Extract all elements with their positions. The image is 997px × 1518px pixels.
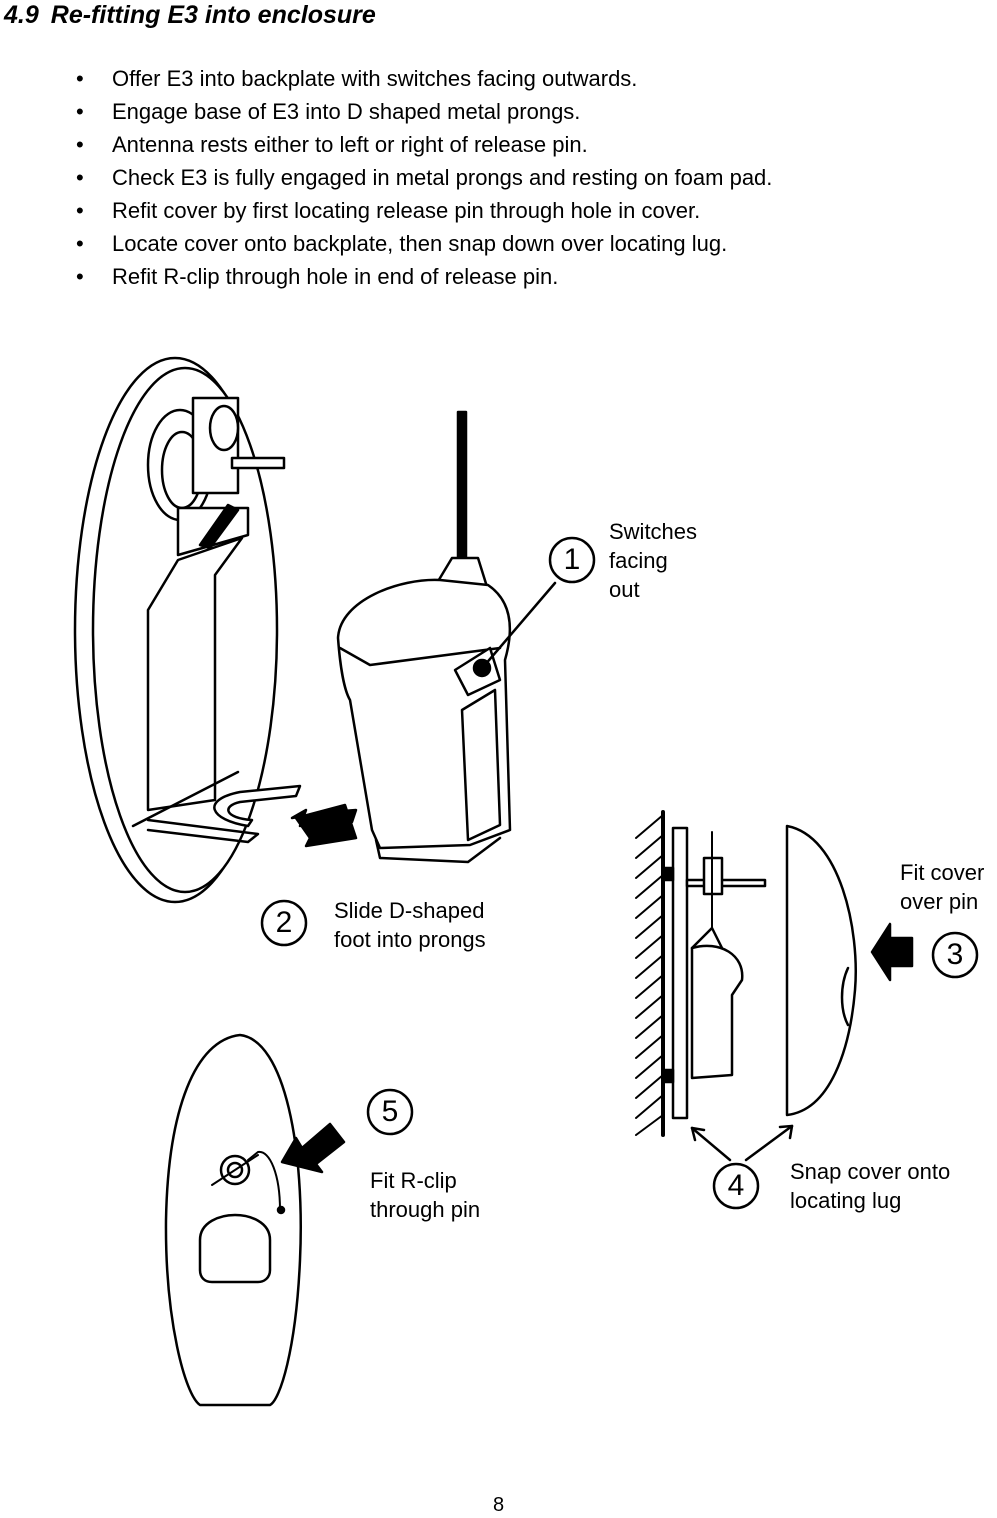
- callout-label-r-clip: Fit R-clip through pin: [370, 1168, 481, 1222]
- section-title: Re-fitting E3 into enclosure: [50, 1, 376, 29]
- callout-number: 2: [275, 906, 293, 939]
- callout-number: 4: [727, 1169, 745, 1202]
- callout-number: 5: [381, 1095, 399, 1128]
- instruction-item: Check E3 is fully engaged in metal prong…: [76, 161, 772, 194]
- instruction-list: Offer E3 into backplate with switches fa…: [76, 62, 772, 293]
- page-number: 8: [492, 1494, 505, 1516]
- instruction-item: Refit R-clip through hole in end of rele…: [76, 260, 772, 293]
- callout-label-fit-cover: Fit cover over pin: [900, 860, 985, 914]
- instruction-item: Offer E3 into backplate with switches fa…: [76, 62, 772, 95]
- side-view-drawing: [635, 810, 857, 1137]
- section-number: 4.9: [4, 1, 39, 29]
- callout-label-slide-foot: Slide D-shaped foot into prongs: [334, 898, 486, 952]
- assembly-illustration: [73, 356, 979, 1407]
- arrow-icon: [294, 803, 358, 848]
- instruction-item: Engage base of E3 into D shaped metal pr…: [76, 95, 772, 128]
- section-heading: 4.9 Re-fitting E3 into enclosure: [4, 0, 376, 30]
- e3-unit-drawing: [336, 410, 512, 864]
- front-cover-drawing: [164, 1033, 302, 1407]
- arrow-icon: [280, 1122, 346, 1174]
- instruction-item: Locate cover onto backplate, then snap d…: [76, 227, 772, 260]
- backplate-drawing: [73, 356, 302, 904]
- instruction-item: Refit cover by first locating release pi…: [76, 194, 772, 227]
- arrow-icon: [870, 922, 914, 982]
- callout-number: 3: [946, 938, 964, 971]
- instruction-item: Antenna rests either to left or right of…: [76, 128, 772, 161]
- callout-label-snap-cover: Snap cover onto locating lug: [790, 1159, 951, 1213]
- callout-label-switches: Switches facing out: [609, 519, 698, 602]
- callout-number: 1: [563, 543, 581, 576]
